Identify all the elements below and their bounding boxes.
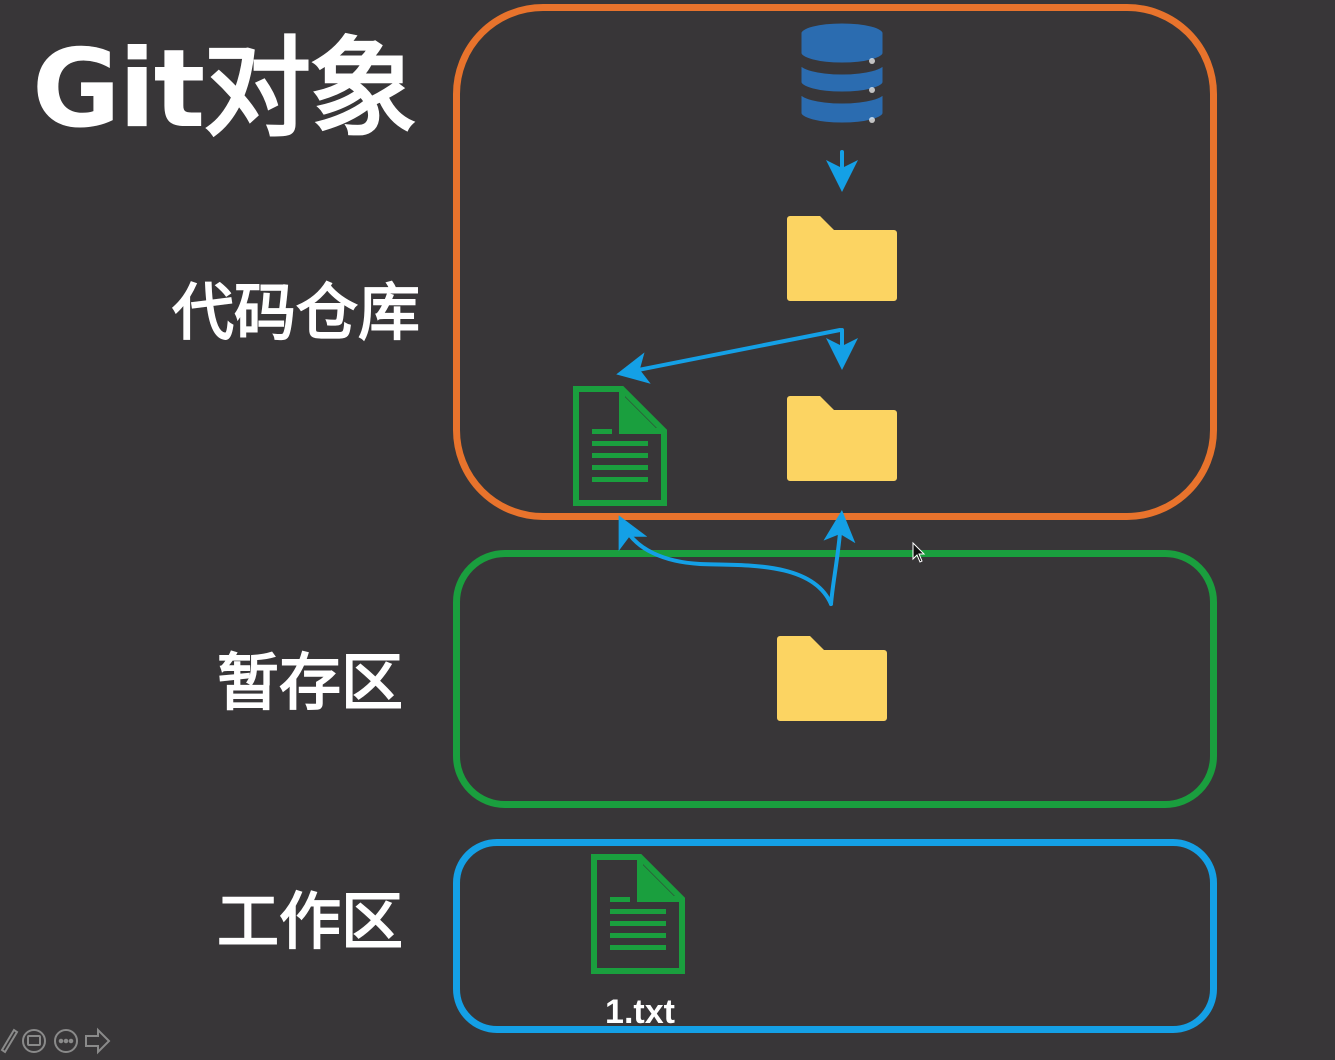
stage-to-subtree-arrow [823,510,856,606]
database-icon [798,20,886,126]
working-directory-zone [453,839,1217,1033]
more-icon[interactable] [54,1029,78,1053]
mouse-pointer-icon [912,541,926,563]
subtree-folder-icon [787,396,897,481]
staging-area-zone [453,550,1217,808]
blob-file-icon [573,386,667,506]
tree-folder-icon [787,216,897,301]
staged-folder-icon [777,636,887,721]
file-name-label: 1.txt [605,993,675,1031]
repository-label: 代码仓库 [172,276,421,349]
stage-to-blob-arrow [618,515,833,606]
presentation-toolbar [0,1026,120,1056]
subtitles-icon[interactable] [22,1029,46,1053]
working-file-icon [591,854,685,974]
working-directory-label: 工作区 [217,885,404,958]
tree-to-blob-arrow [616,328,842,384]
staging-area-label: 暂存区 [217,646,404,719]
next-arrow-icon[interactable] [85,1027,111,1055]
pen-icon[interactable] [0,1028,19,1054]
slide-title: Git对象 [32,27,417,152]
